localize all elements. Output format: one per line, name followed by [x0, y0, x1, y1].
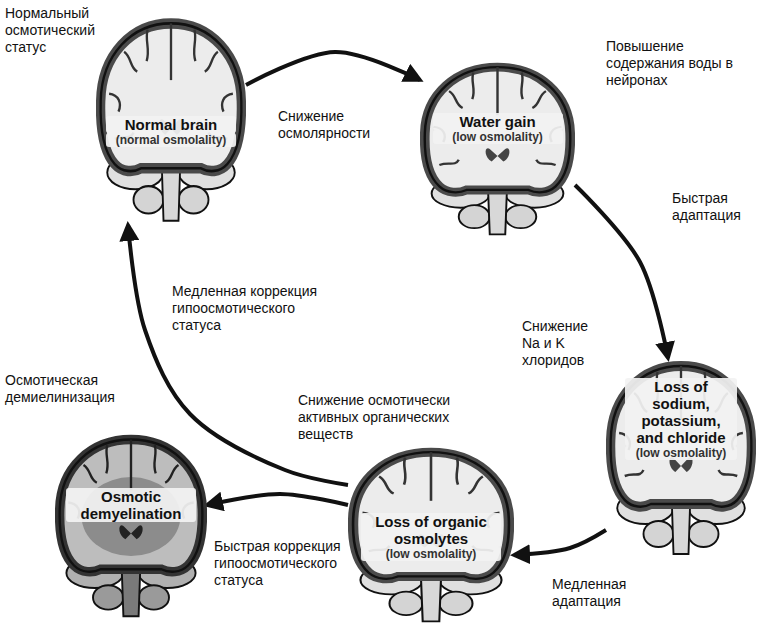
transition-label: Медленная коррекция гипоосмотического ст…: [172, 283, 342, 334]
state-name: Loss of sodium, potassium, and chloride: [625, 378, 737, 446]
brain-caption: Osmotic demyelination: [66, 488, 196, 522]
osmolality-note: (normal osmolality): [106, 133, 236, 147]
brain-caption: Loss of sodium, potassium, and chloride(…: [625, 378, 737, 460]
stage-heading: Повышение содержания воды в нейронах: [606, 38, 756, 89]
heading-holder: Повышение содержания воды в нейронах: [606, 38, 756, 89]
transition-label: Снижение осмолярности: [278, 108, 403, 142]
brain-caption: Loss of organic osmolytes(low osmolality…: [361, 513, 501, 561]
osmolality-note: (low osmolality): [625, 446, 737, 460]
brain-illustration: [55, 432, 207, 620]
stage-heading: Снижение осмотически активных органическ…: [298, 392, 478, 443]
stage-heading: Снижение Na и K хлоридов: [522, 318, 604, 369]
edge-label-holder: Быстрая адаптация: [672, 190, 762, 224]
brain-drawing: [353, 452, 509, 621]
edge-label-holder: Снижение осмолярности: [278, 108, 403, 142]
brain-drawing: [425, 67, 571, 234]
edge-label-holder: Быстрая коррекция гипоосмотического стат…: [214, 538, 348, 589]
brain-caption: Water gain(low osmolality): [433, 113, 563, 144]
heading-holder: Снижение осмотически активных органическ…: [298, 392, 478, 443]
heading-holder: Осмотическая демиелинизация: [5, 372, 140, 406]
state-name: Osmotic demyelination: [66, 488, 196, 522]
brain-node: Снижение Na и K хлоридовLoss of sodium, …: [606, 358, 756, 558]
brain-drawing: [101, 23, 242, 220]
transition-label: Быстрая адаптация: [672, 190, 762, 224]
state-name: Water gain: [433, 113, 563, 130]
stage-heading: Нормальный осмотический статус: [5, 5, 93, 56]
heading-holder: Снижение Na и K хлоридов: [522, 318, 604, 369]
transition-label: Медленная адаптация: [552, 576, 662, 610]
brain-drawing: [60, 440, 203, 617]
state-name: Normal brain: [106, 116, 236, 133]
osmolality-note: (low osmolality): [361, 547, 501, 561]
transition-arrow: [207, 494, 348, 505]
brain-node: Нормальный осмотический статусNormal bra…: [96, 15, 246, 225]
state-name: Loss of organic osmolytes: [361, 513, 501, 547]
brain-illustration: [420, 60, 575, 238]
brain-drawing: [611, 366, 752, 554]
transition-label: Быстрая коррекция гипоосмотического стат…: [214, 538, 348, 589]
edge-label-holder: Медленная коррекция гипоосмотического ст…: [172, 283, 342, 334]
stage-heading: Осмотическая демиелинизация: [5, 372, 140, 406]
brain-caption: Normal brain(normal osmolality): [106, 116, 236, 147]
edge-label-holder: Медленная адаптация: [552, 576, 662, 610]
brain-node: Повышение содержания воды в нейронахWate…: [420, 60, 575, 238]
osmolality-note: (low osmolality): [433, 130, 563, 144]
transition-arrow: [575, 185, 668, 358]
brain-node: Осмотическая демиелинизацияOsmotic demye…: [55, 432, 207, 620]
brain-node: Снижение осмотически активных органическ…: [348, 445, 514, 625]
transition-arrow: [514, 530, 606, 555]
heading-holder: Нормальный осмотический статус: [5, 5, 93, 56]
transition-arrow: [246, 52, 420, 85]
